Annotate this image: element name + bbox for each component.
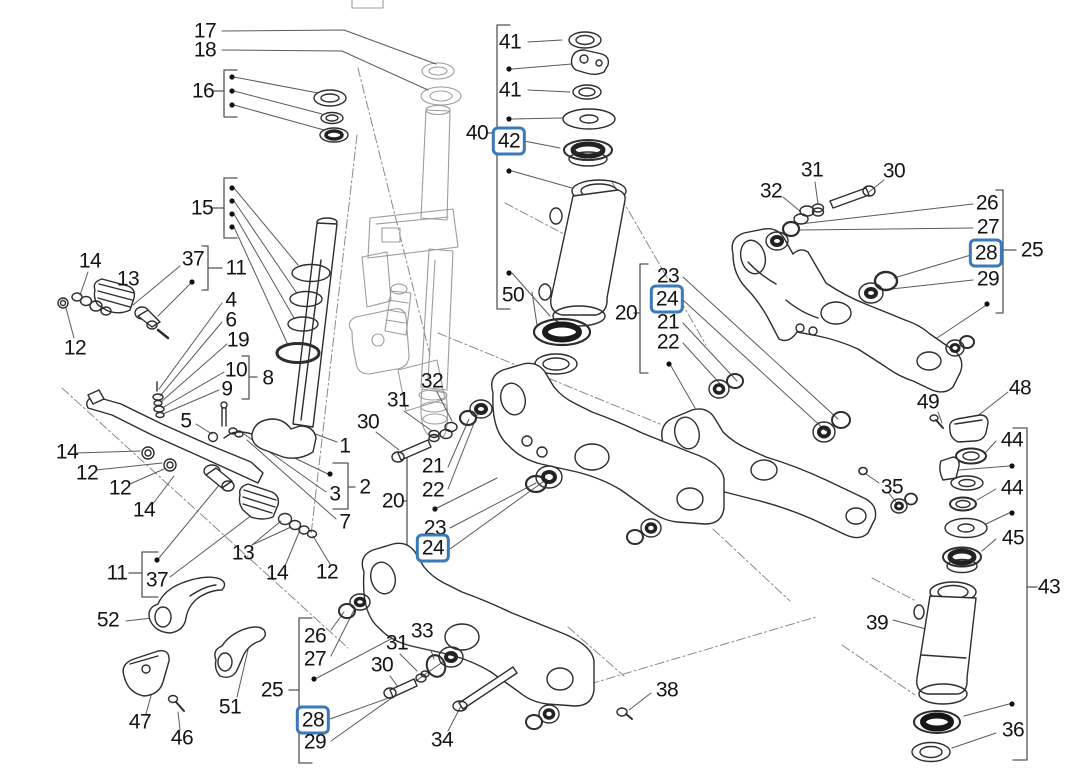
part-label-14: 14 <box>265 561 289 585</box>
part-label-21: 21 <box>421 454 445 478</box>
part-label-4: 4 <box>225 288 237 312</box>
part-label-39: 39 <box>865 611 889 635</box>
part-label-28-highlighted[interactable]: 28 <box>968 238 1004 268</box>
part-label-36: 36 <box>1001 718 1025 742</box>
part-label-6: 6 <box>225 308 237 332</box>
group-brackets <box>128 24 1038 764</box>
part-label-48: 48 <box>1008 376 1032 400</box>
part-label-46: 46 <box>170 726 194 750</box>
part-label-8: 8 <box>262 366 274 390</box>
part-label-44: 44 <box>1000 476 1024 500</box>
part-label-51: 51 <box>218 695 242 719</box>
part-label-12: 12 <box>315 560 339 584</box>
part-label-37: 37 <box>181 247 205 271</box>
part-label-41: 41 <box>498 78 522 102</box>
part-label-35: 35 <box>880 475 904 499</box>
part-label-22: 22 <box>421 478 445 502</box>
lower-arm-casting <box>338 542 633 730</box>
part-label-31: 31 <box>800 158 824 182</box>
part-label-27: 27 <box>303 647 327 671</box>
part-label-9: 9 <box>221 377 233 401</box>
part-label-32: 32 <box>759 179 783 203</box>
steering-tube-upper-stack <box>532 31 627 375</box>
lock-lever-parts <box>122 576 267 712</box>
part-label-12: 12 <box>108 476 132 500</box>
part-label-13: 13 <box>231 541 255 565</box>
part-label-14: 14 <box>55 440 79 464</box>
part-label-11: 11 <box>106 561 128 585</box>
part-label-47: 47 <box>128 710 152 734</box>
part-label-14: 14 <box>132 498 156 522</box>
part-label-52: 52 <box>96 608 120 632</box>
part-label-34: 34 <box>430 728 454 752</box>
part-label-23: 23 <box>656 264 680 288</box>
part-label-38: 38 <box>655 678 679 702</box>
part-label-41: 41 <box>498 30 522 54</box>
part-label-37: 37 <box>145 568 169 592</box>
part-label-30: 30 <box>356 410 380 434</box>
part-label-26: 26 <box>303 624 327 648</box>
part-label-12: 12 <box>75 461 99 485</box>
part-label-45: 45 <box>1001 526 1025 550</box>
part-label-1: 1 <box>339 434 351 458</box>
part-label-24-highlighted[interactable]: 24 <box>415 533 451 563</box>
center-arm-casting <box>391 362 725 545</box>
part-label-22: 22 <box>656 330 680 354</box>
part-label-27: 27 <box>976 215 1000 239</box>
part-label-30: 30 <box>370 653 394 677</box>
part-label-31: 31 <box>385 631 409 655</box>
part-label-29: 29 <box>303 730 327 754</box>
part-label-2: 2 <box>359 475 371 499</box>
part-label-11: 11 <box>225 256 247 280</box>
part-label-42-highlighted[interactable]: 42 <box>491 126 527 156</box>
part-label-14: 14 <box>78 249 102 273</box>
part-label-13: 13 <box>116 267 140 291</box>
part-label-20: 20 <box>614 301 638 325</box>
part-label-7: 7 <box>339 510 351 534</box>
steering-column <box>152 89 349 459</box>
part-label-50: 50 <box>501 283 525 307</box>
part-label-24-highlighted[interactable]: 24 <box>649 284 685 314</box>
part-label-43: 43 <box>1037 575 1061 599</box>
part-label-21: 21 <box>656 310 680 334</box>
part-label-18: 18 <box>193 38 217 62</box>
part-label-30: 30 <box>882 159 906 183</box>
part-label-49: 49 <box>916 390 940 414</box>
ghost-fork-assembly <box>348 0 462 438</box>
part-label-19: 19 <box>226 328 250 352</box>
part-label-17: 17 <box>193 19 217 43</box>
tie-rod-assembly <box>57 278 318 539</box>
part-label-26: 26 <box>975 191 999 215</box>
part-label-10: 10 <box>224 358 248 382</box>
reference-dots <box>154 66 1015 707</box>
part-label-32: 32 <box>420 369 444 393</box>
part-label-29: 29 <box>976 267 1000 291</box>
part-label-44: 44 <box>1000 428 1024 452</box>
part-label-31: 31 <box>386 388 410 412</box>
upper-arm-casting <box>731 185 975 393</box>
part-label-5: 5 <box>180 409 192 433</box>
part-label-16: 16 <box>191 79 215 103</box>
part-label-25: 25 <box>1020 238 1044 262</box>
steering-tube-lower-stack <box>858 414 989 763</box>
part-label-15: 15 <box>190 196 214 220</box>
part-label-25: 25 <box>260 678 284 702</box>
part-label-33: 33 <box>410 619 434 643</box>
part-label-40: 40 <box>465 121 489 145</box>
part-label-20: 20 <box>381 489 405 513</box>
part-label-23: 23 <box>423 516 447 540</box>
part-label-3: 3 <box>329 482 341 506</box>
part-label-28-highlighted[interactable]: 28 <box>295 705 331 735</box>
part-label-12: 12 <box>63 336 87 360</box>
